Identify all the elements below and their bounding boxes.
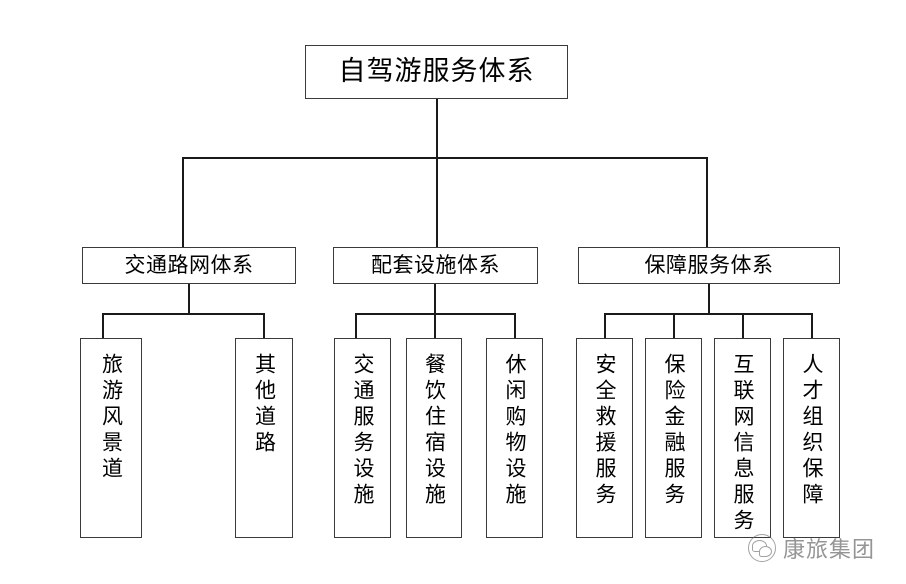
connector-support-drop-2	[673, 313, 675, 339]
connector-root-stem	[436, 99, 438, 158]
node-branch-transport[interactable]: 交通路网体系	[82, 247, 296, 284]
connector-transport-drop-2	[263, 313, 265, 339]
node-branch-transport-label: 交通路网体系	[124, 253, 254, 278]
connector-bus-drop-transport	[182, 157, 184, 247]
connector-support-drop-1	[604, 313, 606, 339]
node-leaf-other-roads[interactable]: 其他道路	[235, 338, 293, 538]
node-leaf-safety-rescue-service[interactable]: 安全救援服务	[576, 338, 633, 538]
connector-support-stem	[708, 284, 710, 314]
node-leaf-leisure-shopping-facility-label: 休闲购物设施	[503, 353, 527, 509]
wechat-logo-icon	[748, 534, 776, 562]
node-leaf-dining-lodging-facility[interactable]: 餐饮住宿设施	[406, 338, 462, 538]
node-leaf-insurance-finance-service[interactable]: 保险金融服务	[645, 338, 702, 538]
node-leaf-insurance-finance-service-label: 保险金融服务	[662, 353, 686, 509]
connector-support-drop-4	[811, 313, 813, 339]
node-root-label: 自驾游服务体系	[338, 55, 535, 87]
node-leaf-other-roads-label: 其他道路	[252, 353, 277, 457]
connector-main-bus	[182, 157, 708, 159]
node-leaf-scenic-byway-label: 旅游风景道	[99, 353, 124, 483]
node-leaf-talent-organization-support-label: 人才组织保障	[800, 353, 824, 509]
node-leaf-leisure-shopping-facility[interactable]: 休闲购物设施	[486, 338, 543, 538]
node-leaf-dining-lodging-facility-label: 餐饮住宿设施	[422, 353, 447, 509]
connector-facilities-drop-3	[514, 313, 516, 339]
connector-facilities-drop-2	[434, 313, 436, 339]
connector-transport-stem	[188, 284, 190, 314]
connector-bus-drop-facilities	[436, 157, 438, 247]
node-leaf-transport-service-facility-label: 交通服务设施	[351, 353, 375, 509]
node-leaf-safety-rescue-service-label: 安全救援服务	[593, 353, 617, 509]
connector-support-bus	[604, 313, 812, 315]
node-leaf-scenic-byway[interactable]: 旅游风景道	[80, 338, 142, 538]
connector-facilities-drop-1	[355, 313, 357, 339]
node-leaf-internet-information-service-label: 互联网信息服务	[731, 353, 755, 535]
node-leaf-transport-service-facility[interactable]: 交通服务设施	[334, 338, 391, 538]
connector-transport-bus	[102, 313, 264, 315]
node-root-自驾游服务体系[interactable]: 自驾游服务体系	[305, 45, 568, 99]
node-branch-facilities[interactable]: 配套设施体系	[333, 247, 538, 284]
node-leaf-talent-organization-support[interactable]: 人才组织保障	[783, 338, 840, 538]
connector-bus-drop-support	[706, 157, 708, 247]
node-branch-support-label: 保障服务体系	[644, 253, 774, 278]
connector-facilities-stem	[434, 284, 436, 314]
node-branch-support[interactable]: 保障服务体系	[578, 247, 840, 284]
node-branch-facilities-label: 配套设施体系	[371, 253, 500, 278]
connector-transport-drop-1	[102, 313, 104, 339]
connector-support-drop-3	[742, 313, 744, 339]
node-leaf-internet-information-service[interactable]: 互联网信息服务	[714, 338, 771, 538]
